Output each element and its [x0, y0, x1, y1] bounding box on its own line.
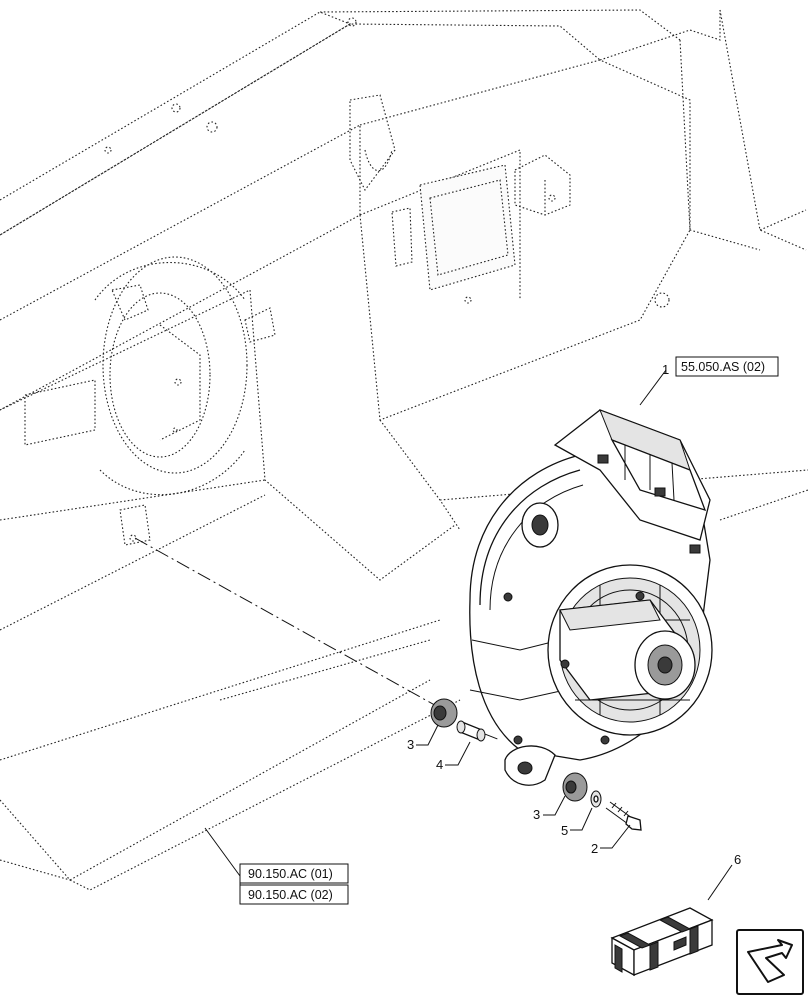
grommet-lower [562, 772, 588, 802]
callout-item-5: 5 [561, 823, 568, 838]
grommet-upper [430, 698, 458, 728]
bolt [605, 801, 642, 831]
callout-item-1: 1 [662, 362, 669, 377]
blower-assembly [469, 409, 713, 786]
reference-blower-text: 55.050.AS (02) [681, 360, 765, 374]
parts-kit-crate-icon [610, 907, 714, 977]
cab-structure-ghost [0, 9, 808, 891]
reference-box-frame-2[interactable]: 90.150.AC (02) [239, 884, 349, 905]
callout-item-3: 3 [407, 737, 414, 752]
return-arrow-icon[interactable] [736, 929, 804, 995]
spacer-sleeve [456, 720, 486, 742]
callout-item-2: 2 [591, 841, 598, 856]
alignment-axis-line [134, 537, 441, 709]
callout-item-4: 4 [436, 757, 443, 772]
reference-frame-2-text: 90.150.AC (02) [248, 888, 333, 902]
reference-box-blower[interactable]: 55.050.AS (02) [675, 356, 779, 377]
reference-box-frame-1[interactable]: 90.150.AC (01) [239, 863, 349, 884]
reference-frame-1-text: 90.150.AC (01) [248, 867, 333, 881]
washer [590, 790, 602, 808]
callout-item-6: 6 [734, 852, 741, 867]
callout-item-3: 3 [533, 807, 540, 822]
